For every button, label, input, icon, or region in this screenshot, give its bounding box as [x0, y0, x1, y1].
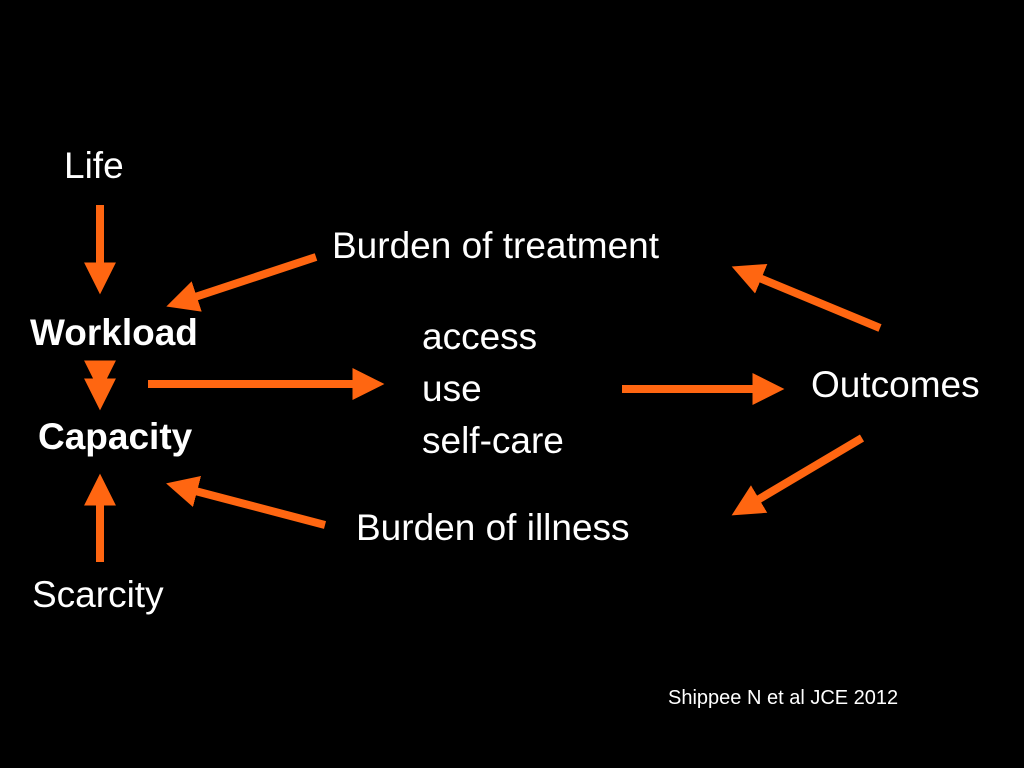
citation: Shippee N et al JCE 2012 — [668, 687, 899, 709]
arrow-burden-illness-to-capacity — [166, 475, 327, 529]
node-life: Life — [64, 145, 124, 186]
center-item-use: use — [422, 368, 482, 409]
arrow-outcomes-to-burden-illness — [731, 434, 865, 516]
node-burden-of-illness: Burden of illness — [356, 507, 630, 548]
center-item-self-care: self-care — [422, 420, 564, 461]
node-scarcity: Scarcity — [32, 574, 164, 615]
node-capacity: Capacity — [38, 416, 193, 457]
node-workload: Workload — [30, 312, 198, 353]
node-burden-of-treatment: Burden of treatment — [332, 225, 660, 266]
arrow-outcomes-to-burden-treatment — [731, 263, 882, 332]
center-item-access: access — [422, 316, 538, 357]
arrow-burden-treatment-to-workload — [166, 253, 318, 312]
node-outcomes: Outcomes — [811, 364, 980, 405]
